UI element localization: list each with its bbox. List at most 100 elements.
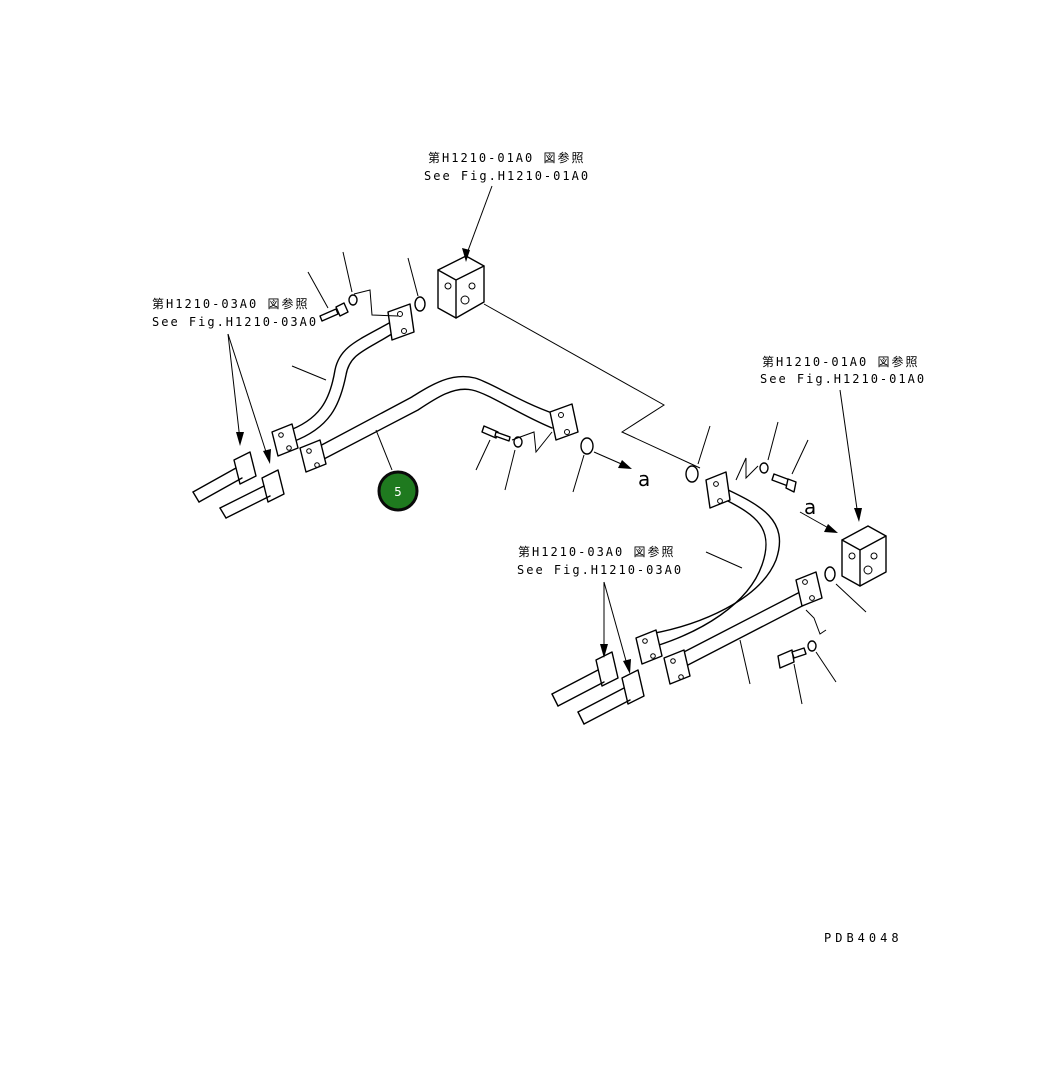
upper-tube-edge-a (284, 317, 399, 433)
leader-line (291, 365, 327, 381)
lower-tube-edge-a (315, 376, 556, 449)
flange-hole (286, 445, 292, 451)
assembly-line (483, 303, 701, 469)
lower-tube-edge-b (321, 388, 553, 461)
connection-label-a-left: a (638, 467, 650, 491)
washer (513, 436, 523, 448)
flange-hole (278, 432, 284, 438)
flange-hole (306, 448, 312, 454)
leader-line (342, 251, 353, 293)
valve-block-right (841, 525, 887, 587)
upper-tube-flange-end (635, 629, 663, 665)
washer (759, 462, 769, 474)
callout-5[interactable]: 5 (377, 470, 419, 512)
flange-hole (678, 674, 684, 680)
bolt (319, 308, 339, 322)
fitting-lower (577, 669, 645, 725)
lower-tube-flange-left (663, 649, 691, 685)
leader-line-callout-5 (375, 429, 393, 471)
leader-line (739, 639, 751, 685)
ref-arrow-left-a (227, 333, 241, 441)
callout-5-label[interactable]: 5 (394, 485, 402, 499)
lower-tube-edge-b (685, 603, 807, 667)
flange-hole (809, 595, 815, 601)
ref-label-top-en: See Fig.H1210-01A0 (424, 169, 590, 183)
ref-arrow-lower-b (603, 581, 629, 669)
leader-line (835, 583, 867, 613)
ref-arrow-right (839, 389, 859, 517)
fitting-lower (219, 469, 285, 519)
bolt-head (785, 478, 797, 493)
leader-line (407, 257, 419, 297)
washer (807, 640, 817, 652)
flange-hole (314, 462, 320, 468)
upper-left-assembly (192, 251, 701, 519)
ref-label-lower-jp: 第H1210-03A0 図参照 (518, 544, 675, 559)
leader-line (791, 439, 809, 475)
drawing-code: PDB4048 (824, 931, 903, 945)
flange-hole (642, 638, 648, 644)
assembly-line (805, 609, 827, 635)
ref-label-top-jp: 第H1210-01A0 図参照 (428, 150, 585, 165)
arrowhead (623, 659, 631, 674)
fitting-upper (192, 451, 257, 503)
bolt-head (481, 425, 499, 439)
assembly-line (735, 457, 759, 481)
leader-line (307, 271, 329, 309)
flange-hole (650, 653, 656, 659)
flange-hole (397, 311, 403, 317)
flange-hole (564, 429, 570, 435)
leader-line (767, 421, 779, 461)
upper-tube-flange (705, 471, 731, 509)
fitting-upper (551, 651, 619, 707)
flange-hole (713, 481, 719, 487)
flange-hole (717, 498, 723, 504)
upper-tube-edge-b (291, 329, 399, 443)
ref-label-left-en: See Fig.H1210-03A0 (152, 315, 318, 329)
arrowhead (618, 460, 632, 469)
ref-label-lower-en: See Fig.H1210-03A0 (517, 563, 683, 577)
ref-label-left-jp: 第H1210-03A0 図参照 (152, 296, 309, 311)
bolt (791, 647, 807, 659)
lower-tube-flange-right (795, 571, 823, 607)
ref-arrow-left-b (227, 333, 269, 459)
arrowhead (600, 644, 608, 658)
o-ring (414, 296, 426, 312)
arrowhead (263, 449, 271, 464)
flange-hole (558, 412, 564, 418)
arrowhead (462, 248, 470, 262)
upper-tube-edge-a (649, 487, 781, 635)
connection-label-a-right: a (804, 495, 816, 519)
leader-line (697, 425, 711, 465)
ref-label-right-en: See Fig.H1210-01A0 (760, 372, 926, 386)
washer (348, 294, 358, 306)
leader-line (572, 454, 585, 493)
leader-line (705, 551, 743, 569)
flange-hole (670, 658, 676, 664)
lower-tube-flange-right (549, 403, 579, 441)
callout-5-circle[interactable] (377, 470, 419, 512)
o-ring (824, 566, 836, 582)
reference-arrows (227, 185, 862, 674)
arrowhead (824, 524, 838, 533)
bolt (494, 431, 511, 442)
arrowhead (854, 508, 862, 522)
arrowhead (236, 432, 244, 446)
ref-label-right-jp: 第H1210-01A0 図参照 (762, 354, 919, 369)
leader-line (504, 449, 516, 491)
leader-line (475, 439, 491, 471)
leader-line (793, 663, 803, 705)
bolt-head (335, 302, 349, 317)
lower-right-assembly (551, 421, 887, 725)
leader-line (815, 651, 837, 683)
flange-hole (802, 579, 808, 585)
o-ring (685, 465, 699, 483)
flange-hole (401, 328, 407, 334)
valve-block-top (437, 255, 485, 319)
upper-tube-edge-b (655, 499, 767, 647)
assembly-line (353, 289, 399, 317)
upper-tube-flange-top (387, 303, 415, 341)
lower-tube-edge-a (679, 591, 801, 655)
